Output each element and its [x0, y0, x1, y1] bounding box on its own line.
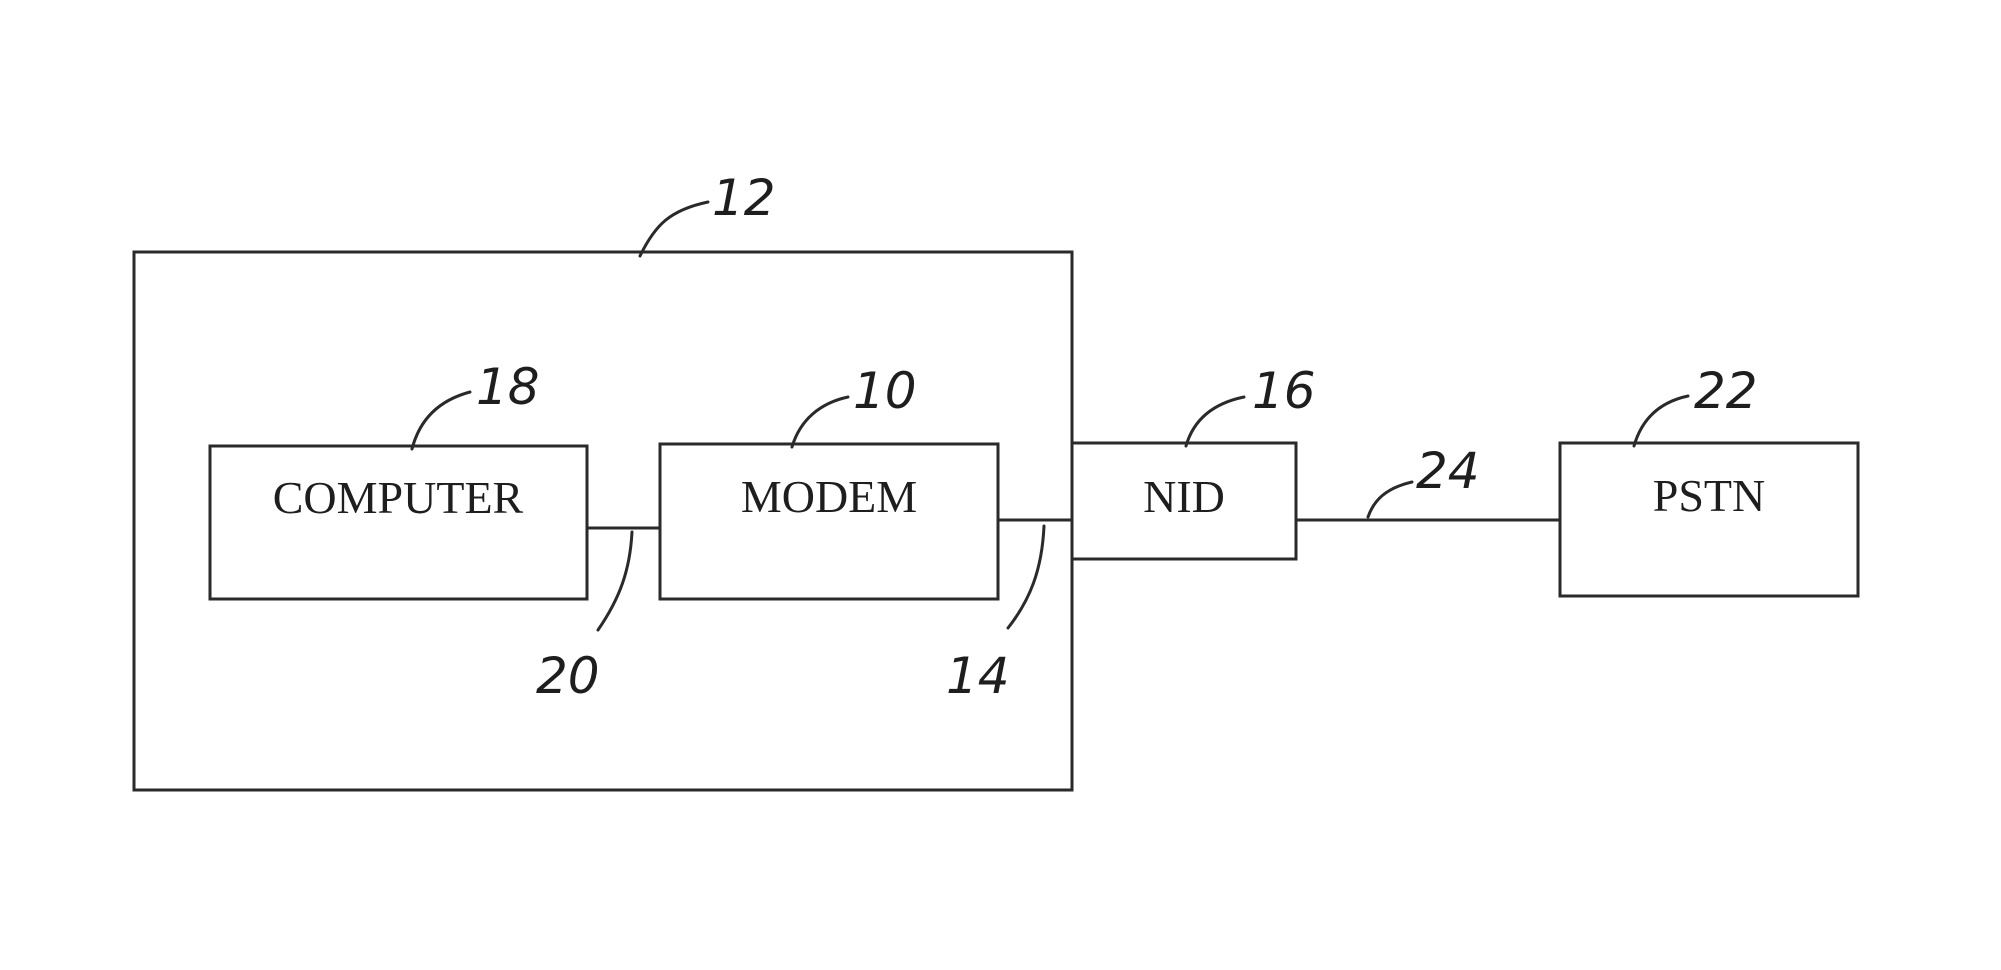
- nid-pstn-link-leader: [1368, 482, 1412, 517]
- nid-leader-line: [1186, 397, 1244, 446]
- nid-ref-number: 16: [1252, 362, 1316, 420]
- pstn-leader-line: [1634, 396, 1688, 446]
- modem-ref-number: 10: [853, 362, 917, 420]
- computer-ref-number: 18: [476, 358, 540, 416]
- computer-leader-line: [412, 392, 470, 449]
- modem-nid-link-leader: [1008, 526, 1044, 628]
- modem-label: MODEM: [741, 471, 917, 522]
- nid-pstn-link-ref-number: 24: [1416, 442, 1480, 500]
- pstn-label: PSTN: [1653, 470, 1765, 521]
- nid-label: NID: [1143, 471, 1225, 522]
- pstn-ref-number: 22: [1694, 362, 1758, 420]
- computer-modem-link-ref-number: 20: [536, 647, 600, 705]
- modem-leader-line: [792, 397, 848, 447]
- computer-modem-link-leader: [598, 532, 632, 630]
- modem-nid-link-ref-number: 14: [946, 647, 1010, 705]
- computer-label: COMPUTER: [273, 472, 524, 523]
- enclosure-leader-line: [640, 202, 708, 256]
- enclosure-ref-number: 12: [712, 169, 776, 227]
